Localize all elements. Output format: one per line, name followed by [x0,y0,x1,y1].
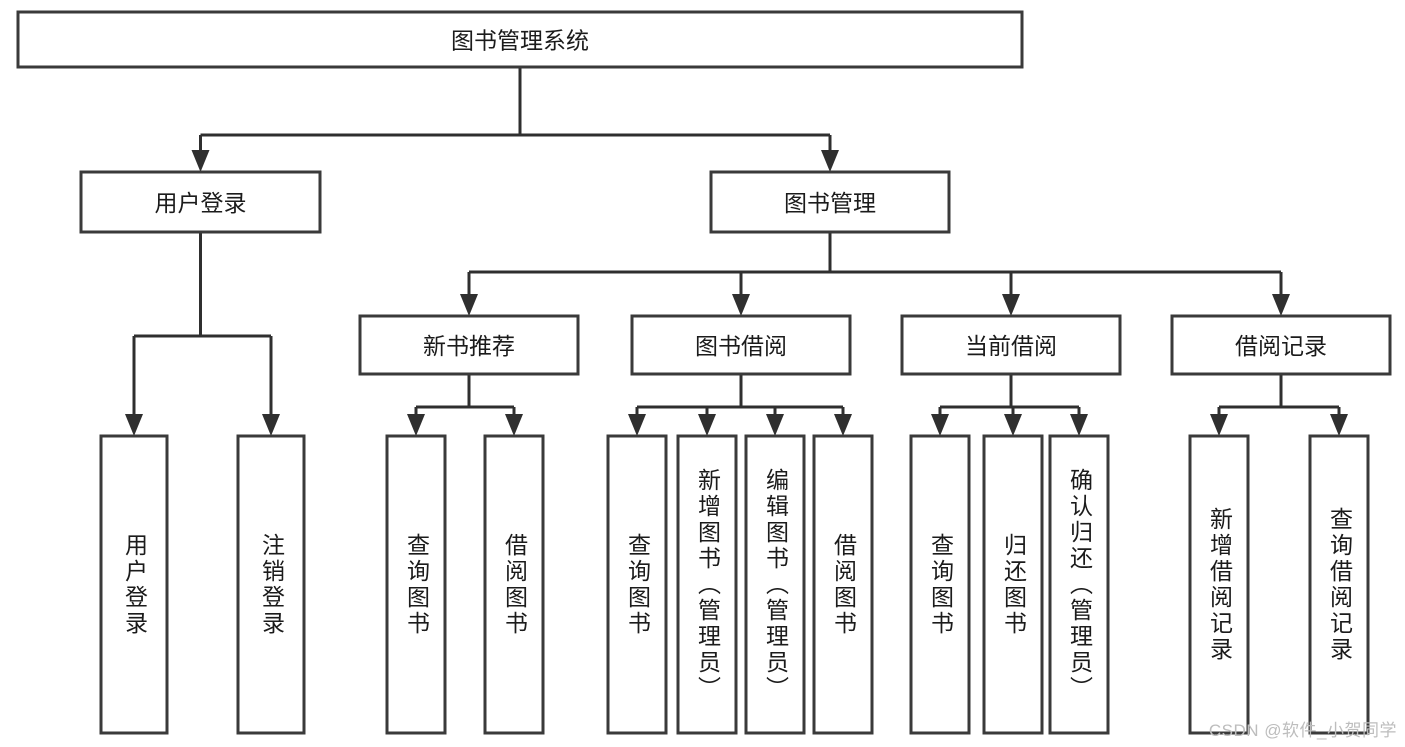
node-leaf-12[interactable] [1308,434,1370,735]
node-level3-2[interactable] [900,314,1122,376]
node-level2-label-1: 图书管理 [784,190,876,216]
boxes-layer [16,10,1392,735]
edge-level3-0-to-leaf-1-arrowhead [505,414,523,436]
edge-level3-1-to-leaf-0-arrowhead [628,414,646,436]
edge-mgmt-to-level3-2-arrowhead [1002,294,1020,316]
node-leaf-1[interactable] [236,434,306,735]
edge-root-to-level2-1-arrowhead [821,150,839,172]
node-leaf-10[interactable] [1048,434,1110,735]
edge-level3-1-to-leaf-1-arrowhead [698,414,716,436]
edge-login-to-leaf-1-arrowhead [262,414,280,436]
edge-level3-2-to-leaf-1-arrowhead [1004,414,1022,436]
edge-level3-3-to-leaf-0-arrowhead [1210,414,1228,436]
node-leaf-9[interactable] [982,434,1044,735]
connectors-layer [125,67,1348,436]
node-level2-1[interactable] [709,170,951,234]
edge-level3-1-to-leaf-3-arrowhead [834,414,852,436]
node-level3-label-0: 新书推荐 [423,333,515,359]
edge-mgmt-to-level3-1-arrowhead [732,294,750,316]
node-leaf-8[interactable] [909,434,971,735]
node-leaf-3[interactable] [483,434,545,735]
edge-mgmt-to-level3-3-arrowhead [1272,294,1290,316]
edge-level3-2-to-leaf-2-arrowhead [1070,414,1088,436]
edge-level3-0-to-leaf-0-arrowhead [407,414,425,436]
edge-mgmt-to-level3-0-arrowhead [460,294,478,316]
node-leaf-7[interactable] [812,434,874,735]
node-leaf-5[interactable] [676,434,738,735]
node-level2-label-0: 用户登录 [155,190,247,216]
node-level3-label-2: 当前借阅 [965,333,1057,359]
node-leaf-2[interactable] [385,434,447,735]
node-leaf-4[interactable] [606,434,668,735]
watermark-text: CSDN @软件_小贺同学 [1208,721,1397,740]
node-level3-0[interactable] [358,314,580,376]
edge-root-to-level2-0-arrowhead [191,150,210,172]
edge-login-to-leaf-0-arrowhead [125,414,143,436]
node-leaf-0[interactable] [99,434,169,735]
edge-level3-3-to-leaf-1-arrowhead [1330,414,1348,436]
edge-level3-2-to-leaf-0-arrowhead [931,414,949,436]
node-root-label: 图书管理系统 [451,28,589,54]
node-leaf-11[interactable] [1188,434,1250,735]
node-level3-label-3: 借阅记录 [1235,333,1327,359]
node-leaf-6[interactable] [744,434,806,735]
node-level3-1[interactable] [630,314,852,376]
node-level2-0[interactable] [79,170,322,234]
node-level3-label-1: 图书借阅 [695,333,787,359]
node-root[interactable] [16,10,1024,69]
node-level3-3[interactable] [1170,314,1392,376]
edge-level3-1-to-leaf-2-arrowhead [766,414,784,436]
